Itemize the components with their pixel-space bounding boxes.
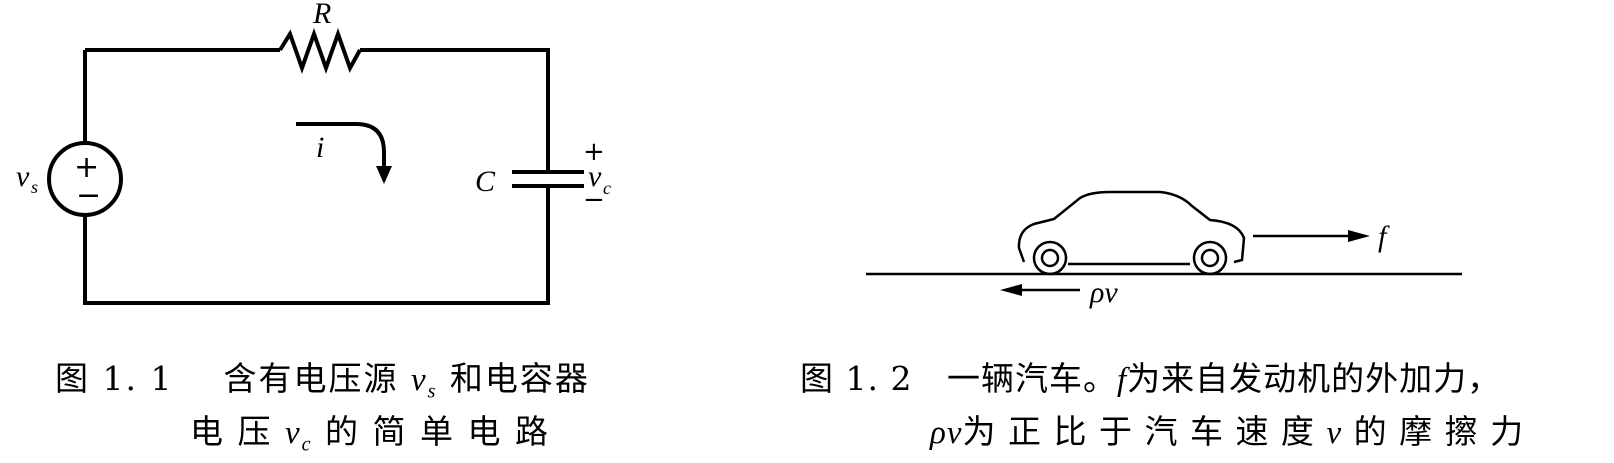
- figure-1-1-caption-var: v: [410, 362, 428, 398]
- source-voltage-subscript: s: [31, 177, 38, 197]
- figure-1-1-number: 图 1. 1: [55, 359, 174, 398]
- figure-1-1-caption-text-a: 含有电压源: [223, 359, 399, 398]
- figure-1-1-caption-sub2: c: [301, 433, 313, 456]
- force-arrow-head: [1348, 230, 1370, 242]
- figure-1-1-caption-sub: s: [427, 380, 438, 403]
- current-arrow-head: [376, 166, 392, 184]
- source-plus-sign: +: [74, 150, 99, 185]
- figure-1-1-caption-line1: 图 1. 1 含有电压源 vs 和电容器: [55, 352, 590, 404]
- figure-1-2-number: 图 1. 2: [800, 359, 913, 398]
- figure-1-2-caption-text-b: 为来自发动机的外加力，: [1127, 359, 1502, 398]
- cap-plus-sign: +: [583, 137, 605, 167]
- cap-voltage-subscript: c: [603, 178, 611, 198]
- friction-arrow-head: [1000, 284, 1022, 296]
- figure-1-2-caption-var3: v: [1326, 415, 1343, 451]
- figure-1-2-caption-var: f: [1116, 362, 1128, 398]
- cap-voltage-label: v: [588, 160, 602, 193]
- figure-1-1-caption-text-d: 的 简 单 电 路: [325, 412, 551, 451]
- wire-top-right: [360, 48, 550, 172]
- friction-label: ρv: [1089, 276, 1118, 309]
- figure-1-1-caption-text-c: 电 压: [190, 412, 273, 451]
- source-voltage-label: v: [16, 160, 30, 193]
- cap-minus-sign: −: [583, 185, 605, 215]
- front-wheel-hub: [1040, 248, 1060, 268]
- figure-1-1-caption-text-b: 和电容器: [449, 359, 590, 398]
- figure-1-1-caption-var2: v: [285, 415, 302, 451]
- figure-1-2-caption-text-a: 一辆汽车。: [946, 359, 1117, 398]
- capacitor-label: C: [475, 165, 496, 198]
- voltage-source: [47, 141, 123, 217]
- figure-1-1-caption-line2: 电 压 vc 的 简 单 电 路: [190, 405, 550, 457]
- figure-1-2-caption-var2: ρv: [930, 415, 963, 451]
- figure-1-2-caption-line2: ρv为 正 比 于 汽 车 速 度 v 的 摩 擦 力: [930, 405, 1524, 453]
- figure-1-2-caption-text-c: 为 正 比 于 汽 车 速 度: [962, 412, 1315, 451]
- current-arrow: [296, 122, 386, 170]
- resistor: [278, 27, 362, 75]
- rear-wheel-hub: [1200, 248, 1220, 268]
- figure-1-1-circuit: R i C v s + − + v c −: [16, 0, 611, 305]
- force-label: f: [1378, 220, 1390, 253]
- car-body: [1017, 190, 1246, 264]
- rear-wheel: [1192, 240, 1228, 276]
- wire-right-bottom: [83, 186, 550, 305]
- current-label: i: [316, 131, 324, 164]
- source-minus-sign: −: [76, 178, 101, 213]
- figure-1-2-caption-text-d: 的 摩 擦 力: [1353, 412, 1525, 451]
- figure-1-2-caption-line1: 图 1. 2 一辆汽车。f为来自发动机的外加力，: [800, 352, 1501, 400]
- resistor-label: R: [312, 0, 331, 30]
- front-wheel: [1032, 240, 1068, 276]
